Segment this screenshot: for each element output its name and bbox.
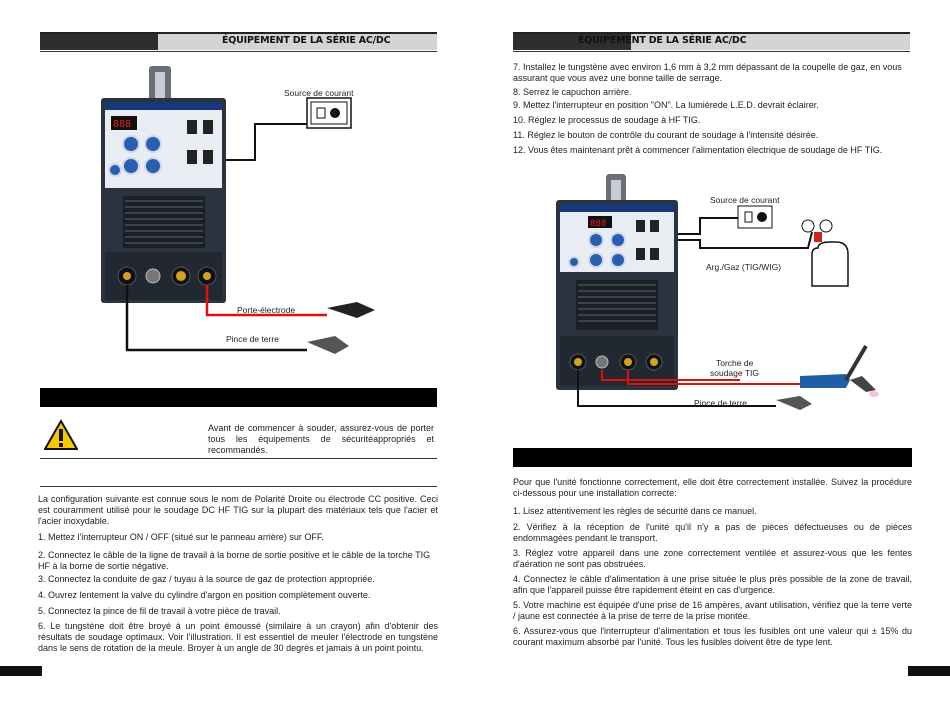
right-header: ÉQUIPEMENT DE LA SÉRIE AC/DC [513, 32, 910, 52]
left-header: ÉQUIPEMENT DE LA SÉRIE AC/DC [40, 32, 437, 52]
left-header-title: ÉQUIPEMENT DE LA SÉRIE AC/DC [222, 35, 391, 46]
left-warning-divider [40, 458, 437, 459]
right-step-8: 8. Serrez le capuchon arrière. [513, 87, 632, 97]
right-header-title: ÉQUIPEMENT DE LA SÉRIE AC/DC [578, 35, 747, 46]
right-install-4: 4. Connectez le câble d'alimentation à u… [513, 574, 912, 595]
right-torch-label-2: soudage TIG [710, 368, 759, 378]
left-clamp-label: Pince de terre [226, 334, 279, 344]
right-gas-label: Arg./Gaz (TIG/WIG) [706, 262, 782, 272]
right-step-10: 10. Réglez le processus de soudage à HF … [513, 115, 701, 125]
left-intro: La configuration suivante est connue sou… [38, 494, 438, 526]
right-install-1: 1. Lisez attentivement les règles de séc… [513, 506, 757, 516]
left-section-divider [40, 486, 437, 487]
right-step-11: 11. Réglez le bouton de contrôle du cour… [513, 130, 819, 140]
right-install-3: 3. Réglez votre appareil dans une zone c… [513, 548, 912, 569]
right-install-2: 2. Vérifiez à la réception de l'unité qu… [513, 522, 912, 543]
right-install-5: 5. Votre machine est équipée d'une prise… [513, 600, 912, 621]
left-step-1: 1. Mettez l'interrupteur ON / OFF (situé… [38, 532, 324, 542]
right-step-9: 9. Mettez l'interrupteur en position "ON… [513, 100, 819, 110]
left-step-5: 5. Connectez la pince de fil de travail … [38, 606, 281, 616]
right-step-7: 7. Installez le tungstène avec environ 1… [513, 62, 902, 83]
warning-icon [44, 419, 78, 450]
svg-text:888: 888 [113, 119, 131, 130]
right-welder-diagram: 888 [556, 174, 879, 410]
left-welder-diagram: 888 [101, 66, 375, 354]
left-step-3: 3. Connectez la conduite de gaz / tuyau … [38, 574, 375, 584]
right-intro: Pour que l'unité fonctionne correctement… [513, 477, 912, 498]
right-step-12: 12. Vous êtes maintenant prêt à commence… [513, 145, 883, 155]
right-torch-label-1: Torche de [716, 358, 754, 368]
right-section-bar [513, 448, 912, 467]
left-step-4: 4. Ouvrez lentement la valve du cylindre… [38, 590, 371, 600]
left-warning-bar [40, 388, 437, 407]
left-electrode-label: Porte-électrode [237, 305, 296, 315]
left-warning-text: Avant de commencer à souder, assurez-vou… [208, 423, 434, 455]
right-page-corner [908, 666, 950, 676]
left-source-label: Source de courant [284, 88, 354, 98]
right-install-6: 6. Assurez-vous que l'interrupteur d'ali… [513, 626, 912, 647]
left-page-corner [0, 666, 42, 676]
right-source-label: Source de courant [710, 195, 780, 205]
left-step-6: 6. Le tungstène doit être broyé à un poi… [38, 621, 438, 653]
right-clamp-label: Pince de terre [694, 398, 747, 408]
left-step-2: 2. Connectez le câble de la ligne de tra… [38, 550, 431, 571]
svg-text:888: 888 [590, 219, 606, 229]
